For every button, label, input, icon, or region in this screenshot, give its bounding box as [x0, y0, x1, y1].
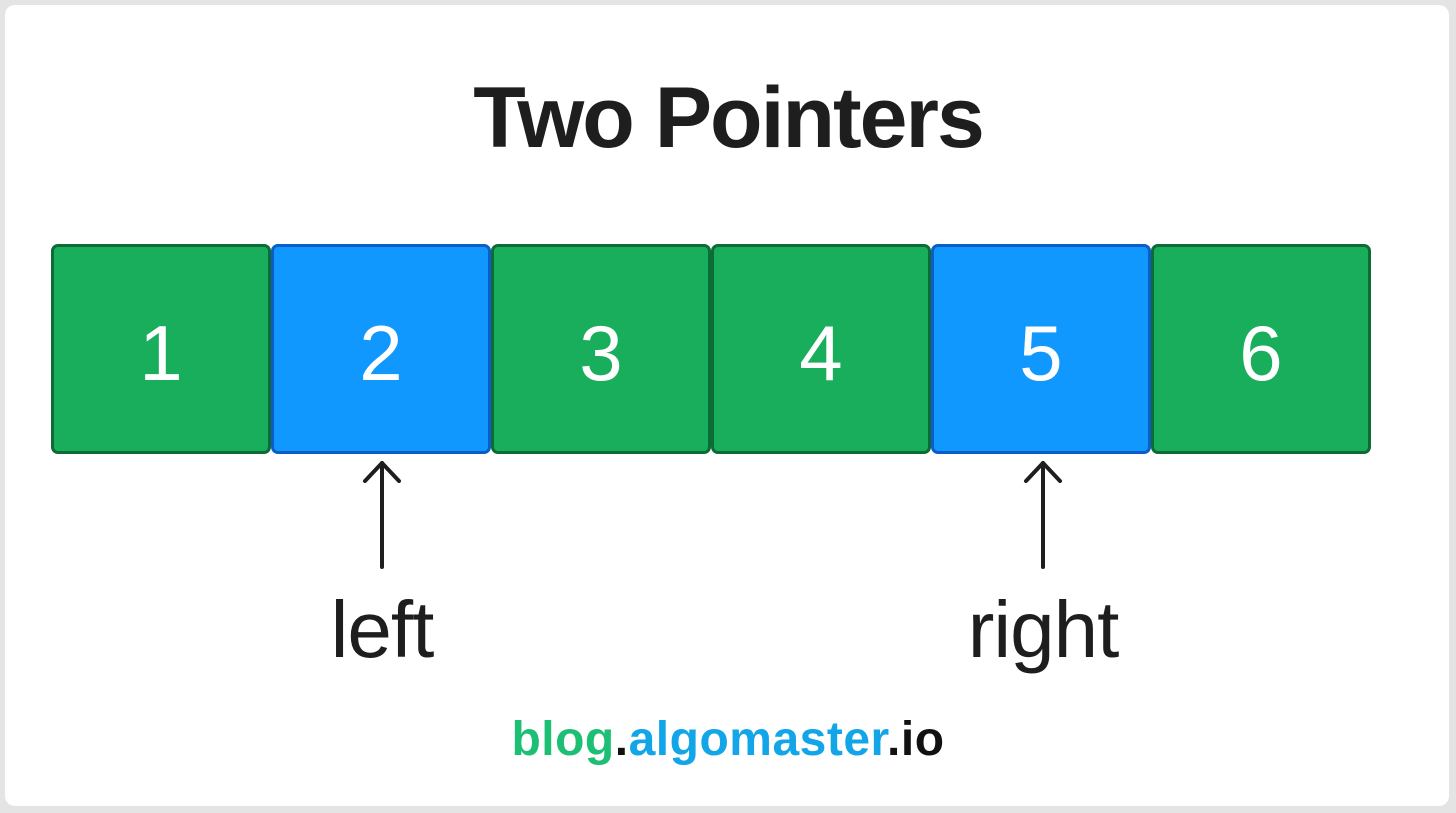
- cell-value: 6: [1239, 308, 1283, 397]
- array-cell-1-left-pointer: 2: [271, 244, 491, 454]
- left-pointer: left: [282, 459, 482, 675]
- cell-value: 5: [1019, 308, 1063, 397]
- array-cell-4-right-pointer: 5: [931, 244, 1151, 454]
- array-cell-5: 6: [1151, 244, 1371, 454]
- right-pointer-label: right: [967, 585, 1120, 674]
- right-pointer: right: [943, 459, 1143, 675]
- brand-dot: .: [614, 713, 629, 766]
- brand-part-io: io: [900, 713, 945, 766]
- array-cell-3: 4: [711, 244, 931, 454]
- cell-value: 4: [799, 308, 843, 397]
- brand-part-algomaster: algomaster: [628, 713, 888, 766]
- array-cell-0: 1: [51, 244, 271, 454]
- brand-part-blog: blog: [511, 713, 615, 766]
- arrow-up-icon: [362, 459, 402, 571]
- cell-value: 1: [139, 308, 183, 397]
- arrow-up-icon: [1023, 459, 1063, 571]
- brand-watermark: blog.algomaster.io: [0, 708, 1456, 772]
- brand-dot: .: [887, 713, 901, 766]
- cell-value: 3: [579, 308, 623, 397]
- array: 1 2 3 4 5 6: [51, 244, 1371, 454]
- left-pointer-label: left: [330, 585, 435, 674]
- diagram-title: Two Pointers: [473, 70, 985, 166]
- cell-value: 2: [359, 308, 403, 397]
- array-cell-2: 3: [491, 244, 711, 454]
